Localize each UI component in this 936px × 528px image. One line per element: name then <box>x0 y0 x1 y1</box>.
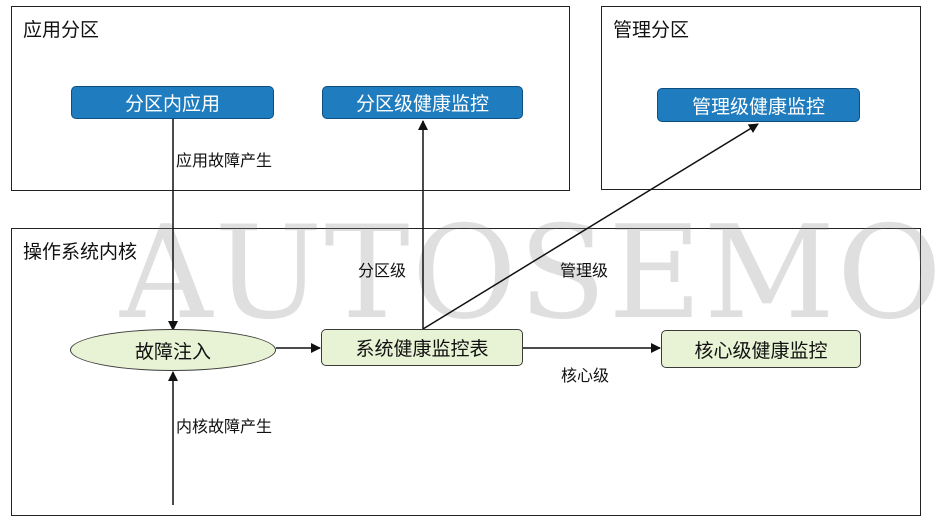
partition-level-label: 分区级 <box>358 261 407 280</box>
kernel-fault-label: 内核故障产生 <box>176 417 273 436</box>
mgmt-level-label: 管理级 <box>560 261 609 280</box>
core-monitor-node: 核心级健康监控 <box>661 330 861 368</box>
arrow-table-to-mgmt <box>422 123 759 330</box>
app-fault-label: 应用故障产生 <box>176 151 273 170</box>
core-level-label: 核心级 <box>561 366 610 385</box>
kernel-region <box>11 228 921 516</box>
mgmt-monitor-node: 管理级健康监控 <box>657 88 860 122</box>
mgmt-partition-region <box>601 6 921 190</box>
app-partition-region <box>11 6 570 191</box>
app-partition-title: 应用分区 <box>23 19 100 41</box>
partition-monitor-node: 分区级健康监控 <box>322 86 523 119</box>
app-in-partition-node: 分区内应用 <box>71 86 274 119</box>
health-table-node: 系统健康监控表 <box>321 329 523 366</box>
kernel-title: 操作系统内核 <box>23 241 138 263</box>
mgmt-partition-title: 管理分区 <box>613 19 690 41</box>
fault-injection-node: 故障注入 <box>70 329 276 371</box>
